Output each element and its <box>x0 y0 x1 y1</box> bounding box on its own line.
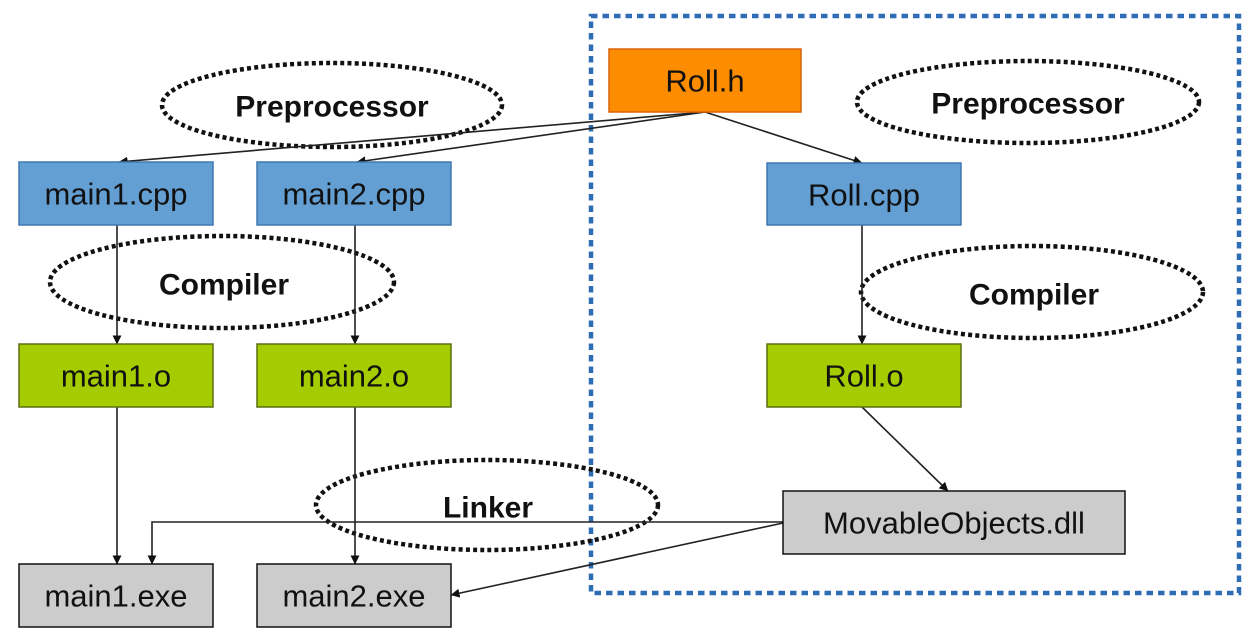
node-label: main2.cpp <box>282 177 425 212</box>
node-box <box>766 343 962 408</box>
stage-ellipse <box>159 60 505 150</box>
stage-label: Compiler <box>969 279 1099 312</box>
stage-linker: Linker <box>313 457 661 553</box>
node-label: Roll.cpp <box>808 178 920 213</box>
node-box <box>256 161 452 226</box>
stage-ellipse <box>47 233 397 331</box>
node-label: main1.o <box>61 359 171 394</box>
node-label: Roll.h <box>665 64 744 99</box>
stage-label: Compiler <box>159 269 289 302</box>
dll-project-group-border <box>588 13 1242 596</box>
edge-rollh-main1cpp <box>118 111 706 166</box>
node-main1-cpp[interactable]: main1.cpp <box>18 161 214 226</box>
stage-compiler-right: Compiler <box>858 243 1206 341</box>
stage-compiler-left: Compiler <box>47 233 397 331</box>
node-label: main1.cpp <box>44 177 187 212</box>
edge-rollh-main2cpp <box>356 111 706 166</box>
node-label: MovableObjects.dll <box>823 506 1085 541</box>
edge-rollo-dll <box>861 406 949 492</box>
node-main2-cpp[interactable]: main2.cpp <box>256 161 452 226</box>
node-box <box>256 563 452 628</box>
stage-label: Preprocessor <box>931 88 1125 121</box>
node-main1-o[interactable]: main1.o <box>18 343 214 408</box>
stage-label: Preprocessor <box>235 91 429 124</box>
node-roll-cpp[interactable]: Roll.cpp <box>766 162 962 226</box>
stage-ellipse <box>313 457 661 553</box>
node-label: main2.exe <box>282 579 425 614</box>
stage-ellipse <box>858 243 1206 341</box>
node-box <box>18 563 214 628</box>
stage-ellipse <box>854 58 1202 146</box>
node-box <box>782 490 1126 555</box>
node-label: Roll.o <box>824 359 903 394</box>
node-main2-exe[interactable]: main2.exe <box>256 563 452 628</box>
node-roll-h[interactable]: Roll.h <box>608 48 802 113</box>
edge-dll-main2exe <box>450 522 784 598</box>
node-roll-o[interactable]: Roll.o <box>766 343 962 408</box>
node-label: main2.o <box>299 359 409 394</box>
node-movableobjects-dll[interactable]: MovableObjects.dll <box>782 490 1126 555</box>
stage-preprocessor-right: Preprocessor <box>854 58 1202 146</box>
node-main1-exe[interactable]: main1.exe <box>18 563 214 628</box>
edge-dll-main1exe <box>147 521 783 565</box>
node-box <box>766 162 962 226</box>
node-box <box>608 48 802 113</box>
node-box <box>18 161 214 226</box>
edge-rollh-rollcpp <box>704 111 863 165</box>
node-box <box>18 343 214 408</box>
stage-label: Linker <box>443 492 533 525</box>
node-label: main1.exe <box>44 579 187 614</box>
stage-preprocessor-left: Preprocessor <box>159 60 505 150</box>
node-main2-o[interactable]: main2.o <box>256 343 452 408</box>
node-box <box>256 343 452 408</box>
